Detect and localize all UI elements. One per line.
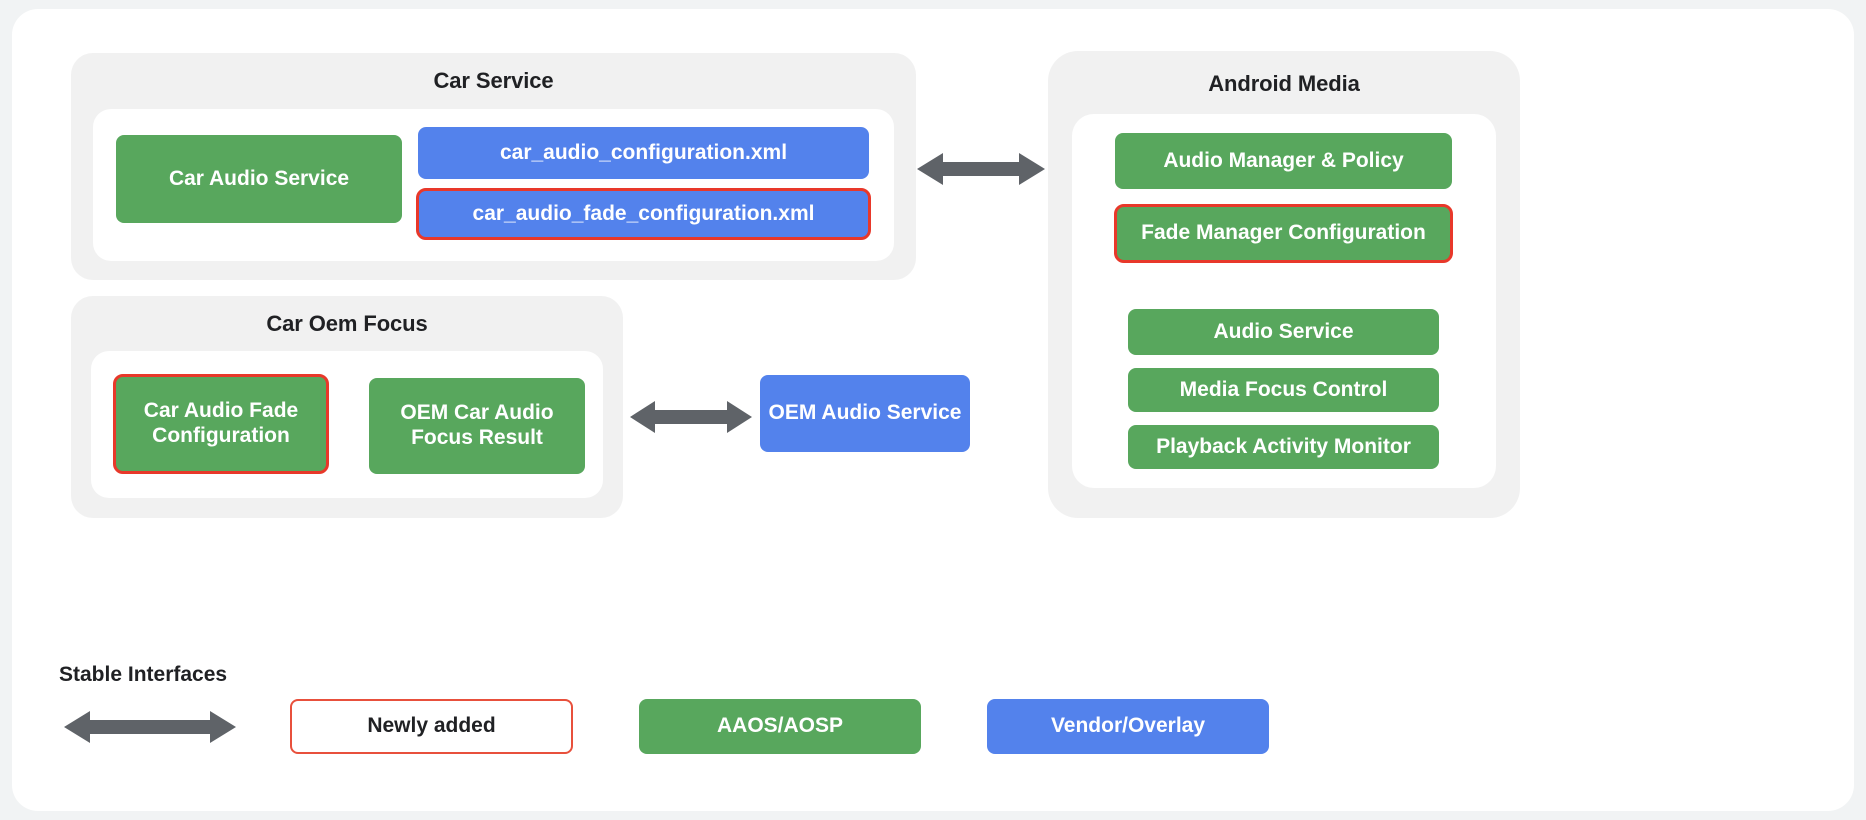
- node-car-audio-fade-configuration[interactable]: Car Audio Fade Configuration: [113, 374, 329, 474]
- node-oem-audio-service[interactable]: OEM Audio Service: [760, 375, 970, 452]
- node-car-audio-service-label: Car Audio Service: [168, 166, 350, 190]
- node-playback-activity-monitor[interactable]: Playback Activity Monitor: [1128, 425, 1439, 469]
- diagram-canvas: Car Service Car Audio Service car_audio_…: [12, 9, 1854, 811]
- node-media-focus-control[interactable]: Media Focus Control: [1128, 368, 1439, 412]
- node-media-focus-control-label: Media Focus Control: [1179, 377, 1388, 401]
- node-car-audio-configuration-xml[interactable]: car_audio_configuration.xml: [418, 127, 869, 179]
- group-android-media: Android Media Audio Manager & Policy Fad…: [1048, 51, 1520, 518]
- group-car-service-title: Car Service: [433, 68, 554, 93]
- node-oem-car-audio-focus-result-label: OEM Car Audio Focus Result: [400, 401, 554, 449]
- legend-item-aaos-aosp[interactable]: AAOS/AOSP: [639, 699, 921, 754]
- node-fade-manager-configuration[interactable]: Fade Manager Configuration: [1114, 204, 1453, 263]
- node-fade-manager-configuration-label: Fade Manager Configuration: [1141, 221, 1426, 245]
- legend-item-vendor-overlay[interactable]: Vendor/Overlay: [987, 699, 1269, 754]
- node-oem-car-audio-focus-result[interactable]: OEM Car Audio Focus Result: [369, 378, 585, 474]
- node-audio-manager-policy-label: Audio Manager & Policy: [1163, 148, 1404, 172]
- connector-car-service-to-android-media: [917, 149, 1045, 189]
- legend-item-newly-added-label: Newly added: [367, 714, 496, 738]
- connector-car-oem-focus-to-oem-audio-service: [630, 397, 752, 437]
- group-android-media-title: Android Media: [1208, 71, 1360, 96]
- legend-item-newly-added[interactable]: Newly added: [290, 699, 573, 754]
- node-car-audio-fade-configuration-label: Car Audio Fade Configuration: [143, 399, 299, 447]
- legend-stable-interfaces-arrow-icon: [64, 707, 236, 747]
- node-car-audio-configuration-xml-label: car_audio_configuration.xml: [499, 140, 788, 164]
- node-oem-audio-service-label: OEM Audio Service: [768, 401, 962, 425]
- group-car-service: Car Service Car Audio Service car_audio_…: [71, 53, 916, 280]
- node-audio-service-label: Audio Service: [1213, 319, 1354, 343]
- node-car-audio-fade-configuration-xml-label: car_audio_fade_configuration.xml: [472, 201, 815, 225]
- node-car-audio-service[interactable]: Car Audio Service: [116, 135, 402, 223]
- group-car-oem-focus-title: Car Oem Focus: [266, 311, 428, 336]
- legend-item-vendor-overlay-label: Vendor/Overlay: [1050, 714, 1206, 738]
- node-audio-manager-policy[interactable]: Audio Manager & Policy: [1115, 133, 1452, 189]
- legend-stable-interfaces-label: Stable Interfaces: [59, 663, 228, 686]
- node-playback-activity-monitor-label: Playback Activity Monitor: [1156, 434, 1411, 458]
- node-car-audio-fade-configuration-xml[interactable]: car_audio_fade_configuration.xml: [416, 188, 871, 240]
- node-audio-service[interactable]: Audio Service: [1128, 309, 1439, 355]
- group-car-oem-focus: Car Oem Focus Car Audio Fade Configurati…: [71, 296, 623, 518]
- legend-item-aaos-aosp-label: AAOS/AOSP: [716, 714, 844, 738]
